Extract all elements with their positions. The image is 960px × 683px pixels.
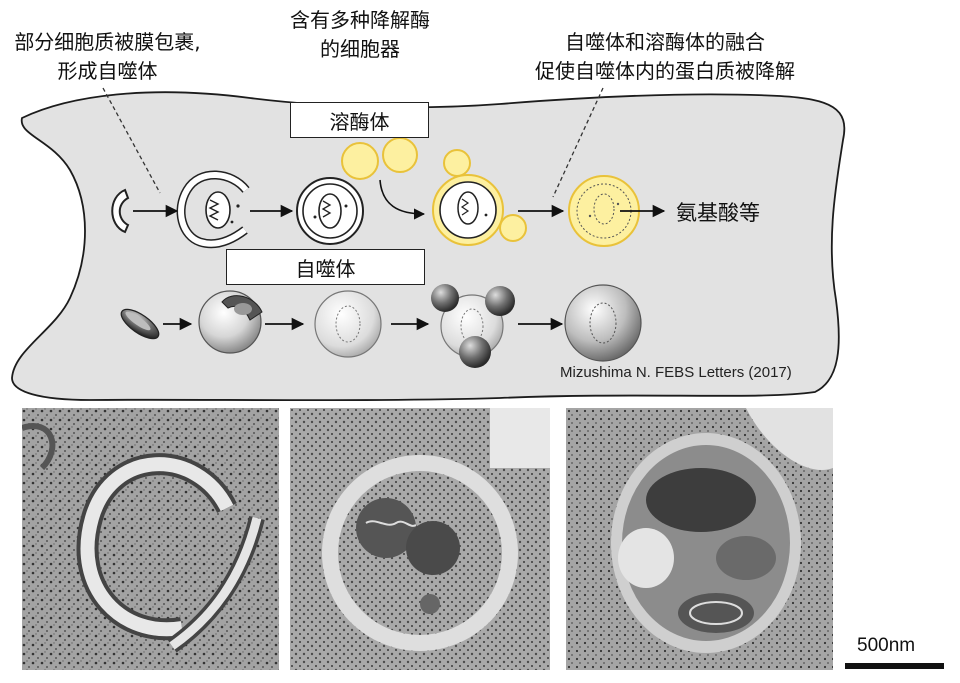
scale-bar — [845, 663, 944, 669]
amino-acids-label: 氨基酸等 — [676, 197, 760, 227]
annotation-lysosome: 含有多种降解酶 的细胞器 — [255, 6, 465, 64]
micrograph-phagophore — [22, 408, 279, 670]
autophagosome-3d — [315, 291, 381, 357]
lysosome — [383, 138, 417, 172]
annotation-phagophore-line1: 部分细胞质被膜包裹, — [0, 28, 215, 57]
annotation-lysosome-line2: 的细胞器 — [255, 35, 465, 64]
cell-outline — [12, 92, 844, 400]
annotation-fusion-line2: 促使自噬体内的蛋白质被降解 — [495, 57, 835, 86]
lysosome-label: 溶酶体 — [290, 102, 429, 138]
annotation-fusion-line1: 自噬体和溶酶体的融合 — [495, 28, 835, 57]
lysosome — [342, 143, 378, 179]
autophagosome-schematic — [297, 178, 363, 244]
annotation-lysosome-line1: 含有多种降解酶 — [255, 6, 465, 35]
degraded-3d — [565, 285, 641, 361]
micrograph-autophagosome — [290, 408, 550, 670]
annotation-fusion: 自噬体和溶酶体的融合 促使自噬体内的蛋白质被降解 — [495, 28, 835, 86]
annotation-phagophore: 部分细胞质被膜包裹, 形成自噬体 — [0, 28, 215, 86]
autophagosome-label: 自噬体 — [226, 249, 425, 285]
annotation-phagophore-line2: 形成自噬体 — [0, 57, 215, 86]
phagophore-3d — [199, 291, 262, 353]
figure-credit: Mizushima N. FEBS Letters (2017) — [560, 364, 792, 381]
scale-bar-label: 500nm — [857, 635, 915, 657]
micrograph-autolysosome — [566, 408, 833, 670]
